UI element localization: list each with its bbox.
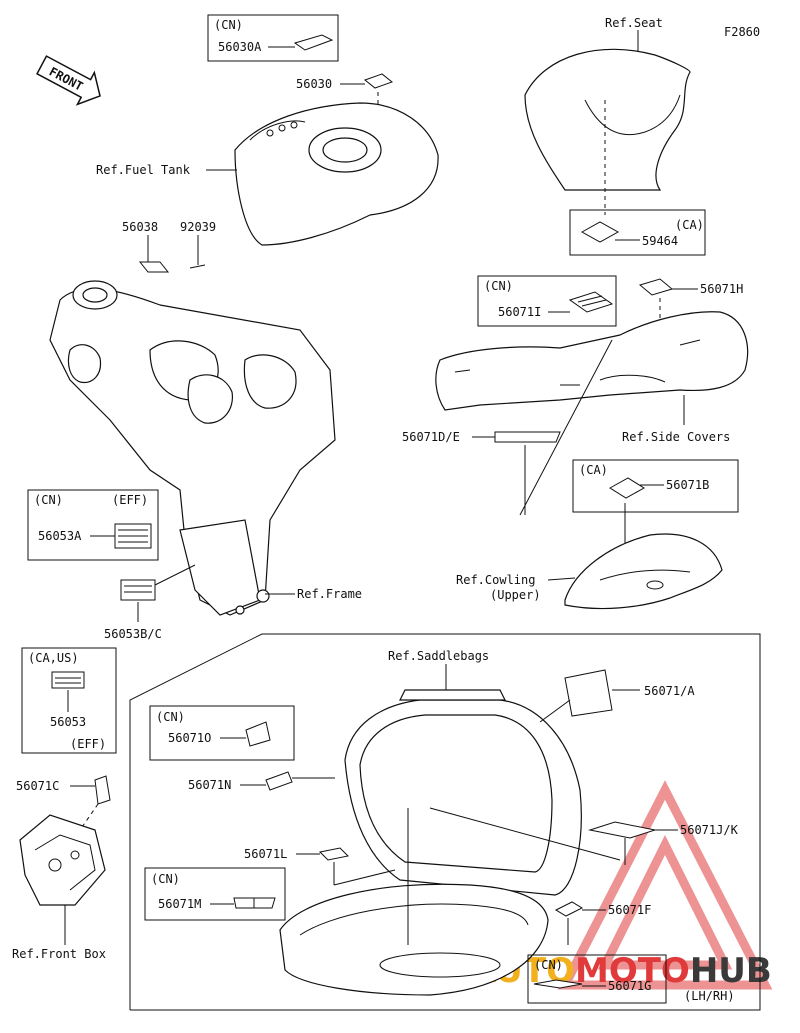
part-56071g-label: 56071G: [608, 979, 651, 993]
part-56071m-label: 56071M: [158, 897, 201, 911]
part-56053-label: 56053: [50, 715, 86, 729]
cn-box-56071o: [149, 705, 295, 761]
front-box: [19, 814, 106, 906]
decal-56071i: [568, 291, 614, 313]
ca-box-59464: [569, 209, 706, 256]
region-cn-56071g: (CN): [534, 958, 563, 972]
decal-56038: [138, 261, 170, 273]
cn-box-56071m: [144, 867, 286, 921]
ref-side-covers: Ref.Side Covers: [622, 430, 730, 444]
region-eff-56053a: (EFF): [112, 493, 148, 507]
decal-56071b: [609, 477, 645, 499]
part-56038-label: 56038: [122, 220, 158, 234]
region-cn-56053a: (CN): [34, 493, 63, 507]
cn-box-56030a: [207, 14, 339, 62]
decal-56071n: [265, 771, 293, 791]
decal-56053bc: [120, 579, 156, 601]
decal-59464: [580, 221, 620, 243]
decal-56071c: [94, 775, 111, 805]
watermark-moto: MOTO: [575, 951, 690, 991]
part-56071c-label: 56071C: [16, 779, 59, 793]
decal-56053: [51, 671, 85, 689]
decal-56071f: [554, 901, 584, 917]
decal-56071g: [533, 979, 583, 989]
part-56071l-label: 56071L: [244, 847, 287, 861]
decal-56030: [363, 73, 394, 89]
region-ca-56071b: (CA): [579, 463, 608, 477]
side-covers: [435, 311, 749, 411]
decal-56071o: [245, 721, 271, 747]
decal-56071h: [638, 278, 674, 296]
ref-cowling-1: Ref.Cowling: [456, 573, 535, 587]
watermark-hub: HUB: [690, 951, 772, 991]
ref-saddlebags: Ref.Saddlebags: [388, 649, 489, 663]
part-56071h-label: 56071H: [700, 282, 743, 296]
part-92039-label: 92039: [180, 220, 216, 234]
part-56071de-label: 56071D/E: [402, 430, 460, 444]
decal-56071l: [318, 847, 350, 861]
region-cn-56071m: (CN): [151, 872, 180, 886]
cn-box-56071i: [477, 275, 617, 327]
region-cn-56071i: (CN): [484, 279, 513, 293]
ca-box-56071b: [572, 459, 739, 513]
region-eff-56053: (EFF): [70, 737, 106, 751]
part-56030-label: 56030: [296, 77, 332, 91]
region-cn-56071o: (CN): [156, 710, 185, 724]
decal-56071de: [494, 431, 561, 443]
region-lh-rh: (LH/RH): [684, 989, 735, 1003]
part-56030a-label: 56030A: [218, 40, 262, 54]
region-ca-59464: (CA): [675, 218, 704, 232]
cn-box-56071g: [527, 954, 667, 1004]
ref-front-box: Ref.Front Box: [12, 947, 106, 961]
ref-seat: Ref.Seat: [605, 16, 663, 30]
cn-eff-box-56053a: [27, 489, 159, 561]
region-ca-us: (CA,US): [28, 651, 79, 665]
ref-frame: Ref.Frame: [297, 587, 362, 601]
frame: [49, 280, 336, 616]
ref-fuel-tank: Ref.Fuel Tank: [96, 163, 191, 177]
part-56071n-label: 56071N: [188, 778, 231, 792]
fuel-tank: [234, 102, 439, 246]
cowling-upper: [564, 533, 723, 610]
decal-56030a: [293, 34, 334, 51]
region-cn-label: (CN): [214, 18, 243, 32]
ref-cowling-2: (Upper): [490, 588, 541, 602]
diagram-code: F2860: [724, 25, 760, 39]
part-56071jk-label: 56071J/K: [680, 823, 739, 837]
part-56071a-label: 56071/A: [644, 684, 695, 698]
seat: [524, 48, 691, 191]
part-59464-label: 59464: [642, 234, 678, 248]
saddlebags-frame: [129, 633, 761, 1011]
saddlebag: [279, 689, 582, 996]
front-arrow-icon: FRONT: [36, 55, 101, 106]
part-56053a-label: 56053A: [38, 529, 82, 543]
part-56071o-label: 56071O: [168, 731, 211, 745]
ca-us-box-56053: [21, 647, 117, 754]
part-56053bc-label: 56053B/C: [104, 627, 162, 641]
part-56071f-label: 56071F: [608, 903, 651, 917]
part-56071i-label: 56071I: [498, 305, 541, 319]
part-56071b-label: 56071B: [666, 478, 709, 492]
decal-56071a: [564, 669, 613, 717]
